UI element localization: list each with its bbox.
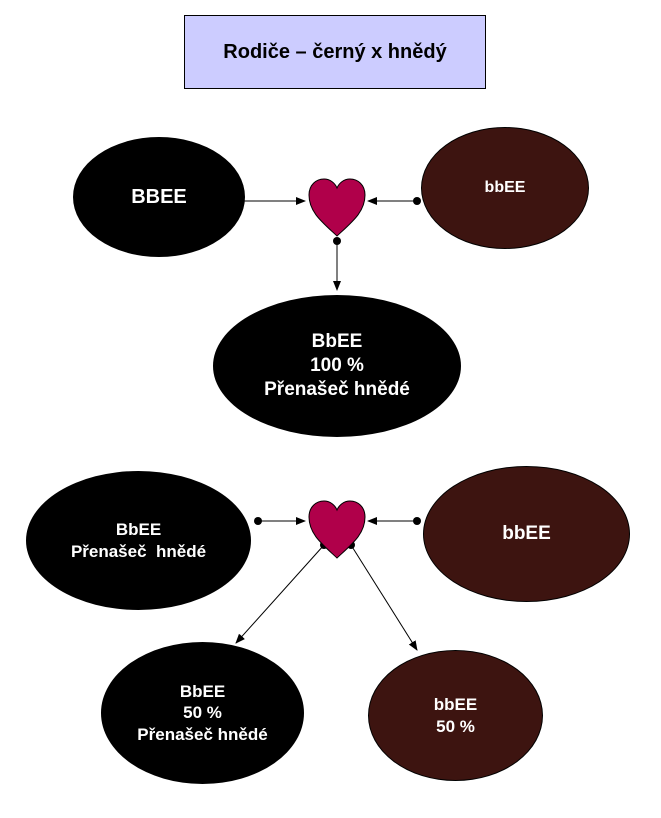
connector-heart-to-offspring-right [350, 544, 418, 651]
node-label-line: Přenašeč hnědé [264, 378, 410, 400]
node-label-line: bbEE [433, 695, 478, 715]
node-label-line: 50 % [183, 703, 222, 723]
node-label-line: BbEE [179, 682, 226, 702]
connector-dot [254, 517, 262, 525]
parent-node-black: BBEE [73, 137, 245, 257]
node-label-line: Přenašeč hnědé [70, 541, 207, 561]
connector-dot [413, 197, 421, 205]
heart-icon [308, 500, 366, 559]
node-label-line: 100 % [310, 355, 364, 377]
parent-node-brown: bbEE [421, 127, 589, 249]
node-label-line: BBEE [131, 185, 187, 208]
node-label-line: bbEE [502, 523, 551, 545]
connector-dot [413, 517, 421, 525]
heart-icon [308, 178, 366, 237]
node-label-line: Přenašeč hnědé [137, 724, 268, 744]
connector-heart-to-offspring-left [235, 544, 325, 644]
node-label-line: 50 % [436, 716, 475, 736]
node-label-line: bbEE [484, 179, 526, 196]
connector-dot [333, 237, 341, 245]
node-label-line: BbEE [115, 520, 162, 540]
node-label-line: BbEE [311, 331, 363, 353]
title-text: Rodiče – černý x hnědý [223, 40, 447, 63]
diagram-title: Rodiče – černý x hnědý [184, 15, 486, 89]
parent-node-brown: bbEE [423, 466, 630, 602]
